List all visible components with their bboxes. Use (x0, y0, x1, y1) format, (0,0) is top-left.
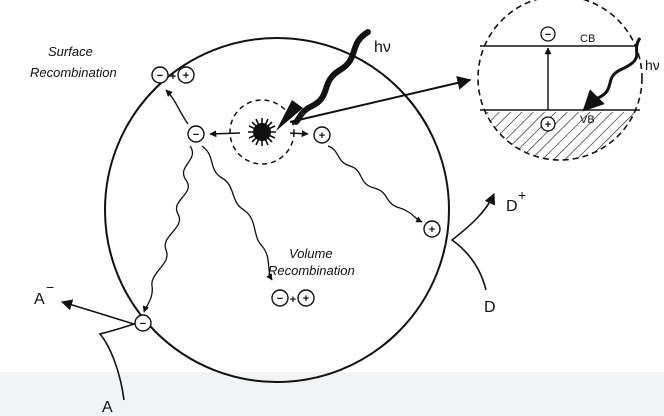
acceptor-product-label: A (34, 291, 45, 308)
svg-text:+: + (290, 294, 296, 306)
acceptor-arrow (60, 299, 137, 401)
electron-path-left (142, 145, 193, 313)
donor-label: D (484, 299, 496, 316)
hv-label-inset: hν (645, 57, 660, 73)
donor-product-sup: + (518, 187, 526, 203)
donor-product-label: D (506, 198, 518, 215)
surface-recombination-label-1: Surface (48, 44, 93, 59)
inset-photon (582, 37, 642, 112)
svg-text:−: − (193, 129, 199, 141)
svg-text:−: − (277, 293, 283, 305)
semiconductor-particle (104, 37, 450, 383)
hole-center: + (313, 126, 331, 144)
hole-path-right (327, 145, 423, 223)
electron-surface-left: − (134, 314, 152, 332)
svg-text:+: + (183, 70, 189, 82)
surface-recombination-pair: − + + (151, 66, 195, 84)
svg-text:−: − (545, 29, 551, 41)
volume-recombination-pair: − + + (271, 289, 315, 307)
svg-text:−: − (140, 318, 146, 330)
inset-hole: + (540, 116, 556, 132)
acceptor-label: A (102, 399, 113, 416)
bottom-band (0, 372, 664, 416)
hole-surface-right: + (423, 220, 441, 238)
svg-text:+: + (429, 224, 435, 236)
starburst-icon (248, 118, 276, 146)
svg-text:−: − (157, 70, 163, 82)
acceptor-product-sup: − (46, 279, 54, 295)
cb-label: CB (580, 33, 595, 45)
volume-recombination-label-2: Recombination (268, 263, 355, 278)
wavy-photon-icon (276, 29, 371, 131)
volume-recombination-label-1: Volume (289, 246, 333, 261)
excitation-zone (229, 99, 295, 165)
svg-text:+: + (170, 71, 176, 83)
electron-center: − (187, 125, 205, 143)
vb-label: VB (580, 114, 595, 126)
band-diagram-inset: CB VB − + hν (477, 0, 660, 161)
surface-recombination-label-2: Recombination (30, 65, 117, 80)
arrow-icon (289, 76, 472, 123)
electron-path-volume (201, 145, 273, 281)
svg-text:+: + (319, 130, 325, 142)
svg-text:+: + (545, 119, 551, 131)
hv-label-main: hν (374, 39, 391, 56)
svg-text:+: + (303, 293, 309, 305)
inset-electron: − (540, 26, 556, 42)
donor-arrow (450, 192, 496, 291)
